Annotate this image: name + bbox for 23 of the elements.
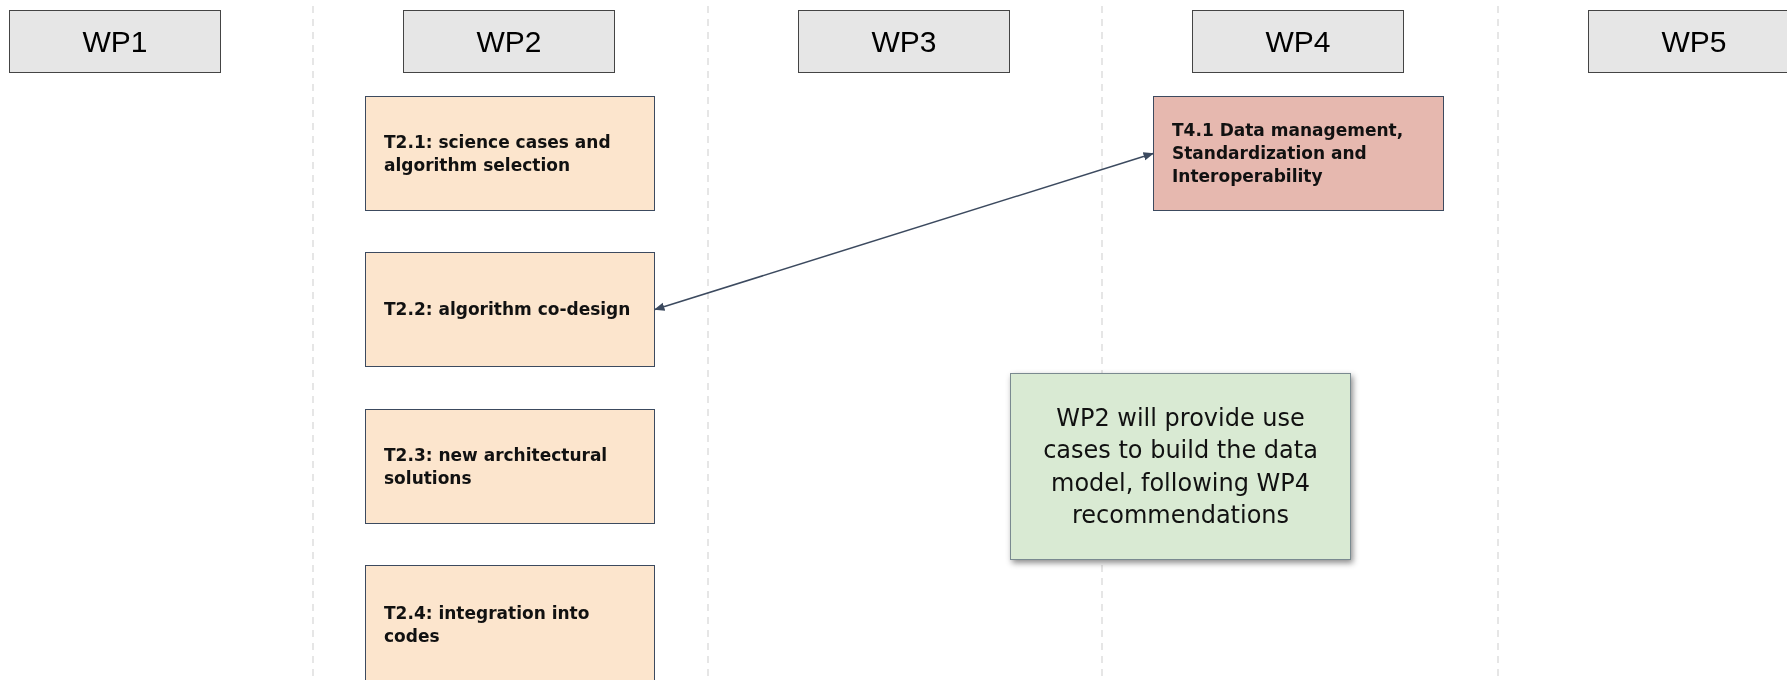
work-package-header: [1588, 10, 1787, 73]
note-box: [1010, 373, 1351, 560]
task-label: T2.3: new architectural solutions: [384, 443, 609, 490]
header-label: WP4: [1265, 24, 1331, 59]
task-label: T2.4: integration into codes: [384, 602, 591, 648]
note-text: WP2 will provide use cases to build the data model, following WP4 recommendations: [1042, 402, 1319, 531]
task-box: [365, 96, 655, 211]
task-label: T2.1: science cases and algorithm selection: [384, 130, 612, 177]
header-label: WP1: [82, 24, 148, 59]
task-label: T2.2: algorithm co-design: [384, 298, 631, 321]
header-label: WP2: [476, 24, 542, 59]
header-label: WP3: [871, 24, 937, 59]
work-package-header: [403, 10, 615, 73]
task-box: [1153, 96, 1444, 211]
task-label: T4.1 Data management, Standardization and Interoperability: [1172, 119, 1405, 188]
work-package-header: [9, 10, 221, 73]
work-package-header: [1192, 10, 1404, 73]
double-arrow: [654, 152, 1154, 311]
task-box: [365, 565, 655, 680]
header-label: WP5: [1661, 24, 1727, 59]
task-box: [365, 409, 655, 524]
task-box: [365, 252, 655, 367]
work-package-header: [798, 10, 1010, 73]
